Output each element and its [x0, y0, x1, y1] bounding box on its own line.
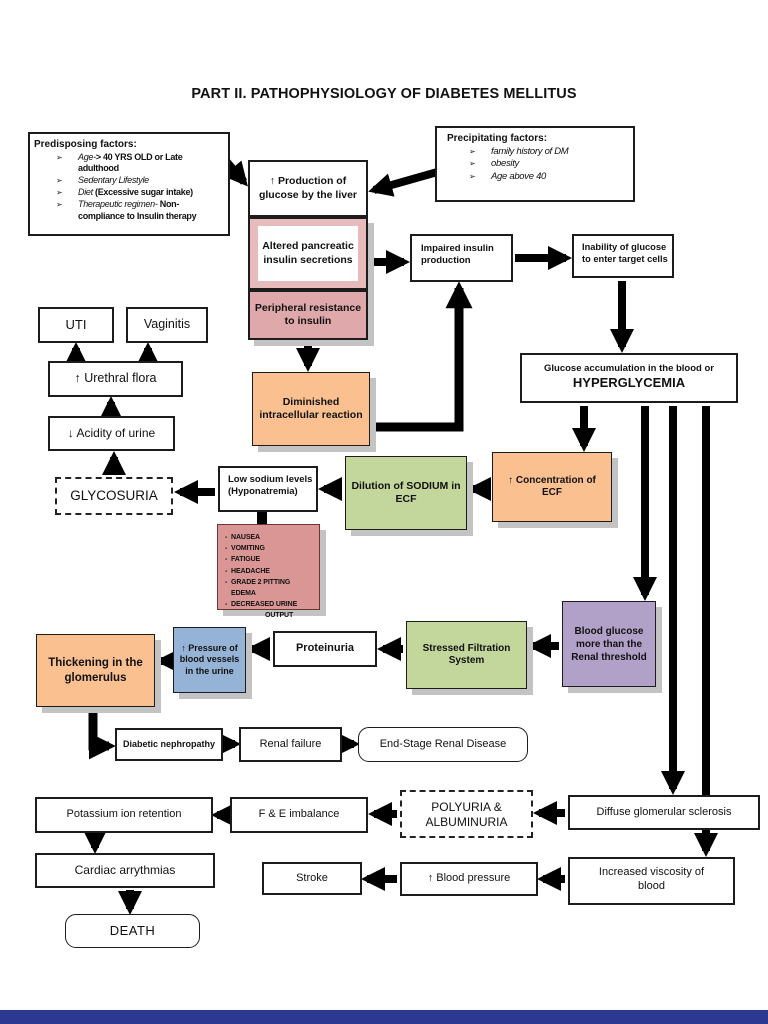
node-production-glucose-liver: ↑ Production of glucose by the liver: [248, 160, 368, 217]
dash-bullet-icon: -: [225, 601, 228, 609]
node-potassium-ion-retention: Potassium ion retention: [35, 797, 213, 833]
bullet-arrow-icon: ➢: [56, 176, 63, 186]
node-vaginitis: Vaginitis: [126, 307, 208, 343]
predisposing-factors-box: Predisposing factors: ➢Age-> 40 YRS OLD …: [28, 132, 230, 236]
predisposing-item: Sedentary Lifestyle: [78, 175, 149, 186]
node-peripheral-resistance: Peripheral resistance to insulin: [248, 290, 368, 340]
predisposing-header: Predisposing factors:: [34, 139, 137, 150]
node-blood-glucose-renal-threshold: Blood glucose more than the Renal thresh…: [562, 601, 656, 687]
node-dilution-sodium-ecf: Dilution of SODIUM in ECF: [345, 456, 467, 530]
symptom-item: HEADACHE: [231, 567, 270, 575]
predisposing-item: Therapeutic regimen-: [78, 199, 158, 210]
bullet-arrow-icon: ➢: [469, 171, 476, 181]
bullet-arrow-icon: ➢: [469, 159, 476, 169]
symptom-item: VOMITING: [231, 545, 265, 553]
dash-bullet-icon: -: [225, 556, 228, 564]
node-altered-inner-panel: Altered pancreatic insulin secretions: [258, 226, 358, 281]
node-uti: UTI: [38, 307, 114, 343]
node-death: DEATH: [65, 914, 200, 948]
node-hyponatremia-symptoms: -NAUSEA -VOMITING -FATIGUE -HEADACHE -GR…: [217, 524, 320, 619]
footer-bar: [0, 1010, 768, 1024]
node-low-sodium-levels: Low sodium levels(Hyponatremia): [218, 466, 318, 512]
symptom-item: OUTPUT: [265, 612, 294, 620]
node-hyperglycemia: Glucose accumulation in the blood or HYP…: [520, 353, 738, 403]
arrow-diminished-to-impaired-elbow: [371, 281, 473, 432]
node-end-stage-renal-disease: End-Stage Renal Disease: [358, 727, 528, 762]
precipitating-factors-box: Precipitating factors: ➢ family history o…: [435, 126, 635, 202]
symptom-item: FATIGUE: [231, 556, 261, 564]
node-diminished-intracellular-reaction: Diminished intracellular reaction: [252, 372, 370, 446]
symptom-item: GRADE 2 PITTING EDEMA: [231, 578, 291, 597]
symptom-item: NAUSEA: [231, 534, 260, 541]
node-diffuse-glomerular-sclerosis: Diffuse glomerular sclerosis: [568, 795, 760, 830]
node-renal-failure: Renal failure: [239, 727, 342, 762]
bullet-arrow-icon: ➢: [56, 200, 63, 210]
node-concentration-ecf: ↑ Concentration of ECF: [492, 452, 612, 522]
node-thickening-glomerulus: Thickening in the glomerulus: [36, 634, 155, 707]
node-glycosuria: GLYCOSURIA: [55, 477, 173, 515]
dash-bullet-icon: -: [225, 578, 228, 586]
node-urethral-flora: ↑ Urethral flora: [48, 361, 183, 397]
node-blood-pressure: ↑ Blood pressure: [400, 862, 538, 896]
node-proteinuria: Proteinuria: [273, 631, 377, 667]
node-stressed-filtration-system: Stressed Filtration System: [406, 621, 527, 689]
node-fe-imbalance: F & E imbalance: [230, 797, 368, 833]
dash-bullet-icon: -: [225, 534, 228, 541]
node-diabetic-nephropathy: Diabetic nephropathy: [115, 728, 223, 761]
node-acidity-of-urine: ↓ Acidity of urine: [48, 416, 175, 451]
bullet-arrow-icon: ➢: [56, 152, 63, 162]
node-pressure-blood-vessels-urine: ↑ Pressure of blood vessels in the urine: [173, 627, 246, 693]
predisposing-item: Age-: [78, 151, 96, 162]
bullet-arrow-icon: ➢: [56, 188, 63, 198]
symptom-item: DECREASED URINE: [231, 601, 298, 609]
precipitating-item: obesity: [491, 158, 520, 170]
predisposing-item: Diet: [78, 187, 96, 198]
node-cardiac-arrythmias: Cardiac arrythmias: [35, 853, 215, 888]
arrow-thickening-to-nephropathy-elbow: [88, 707, 116, 760]
node-stroke: Stroke: [262, 862, 362, 895]
precipitating-header: Precipitating factors:: [447, 133, 548, 144]
node-altered-pancreatic-secretions: Altered pancreatic insulin secretions: [248, 217, 368, 290]
node-polyuria-albuminuria: POLYURIA &ALBUMINURIA: [400, 790, 533, 838]
precipitating-item: family history of DM: [491, 145, 569, 157]
dash-bullet-icon: -: [225, 545, 228, 553]
page-title: PART II. PATHOPHYSIOLOGY OF DIABETES MEL…: [191, 86, 577, 102]
bullet-arrow-icon: ➢: [469, 146, 476, 156]
dash-bullet-icon: -: [225, 567, 228, 575]
precipitating-item: Age above 40: [491, 170, 547, 182]
